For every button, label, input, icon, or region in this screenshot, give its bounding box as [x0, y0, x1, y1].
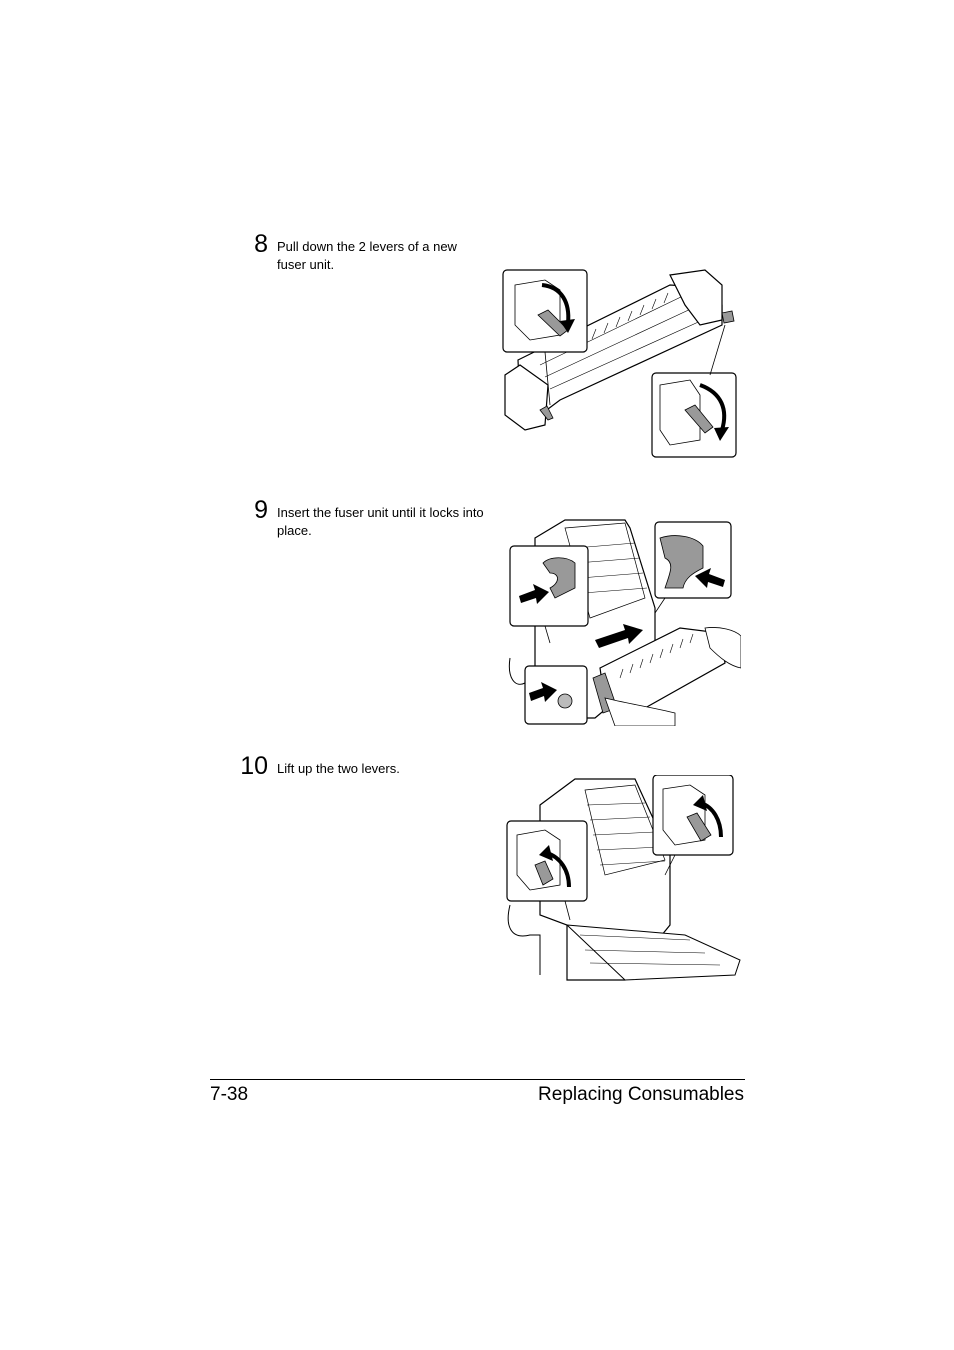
- step-number: 8: [254, 230, 268, 258]
- lift-levers-illustration: [505, 775, 741, 985]
- step-number: 10: [240, 752, 268, 780]
- step-number: 9: [254, 496, 268, 524]
- insert-fuser-illustration: [505, 518, 741, 726]
- section-title: Replacing Consumables: [538, 1084, 744, 1105]
- step-instruction: Insert the fuser unit until it locks int…: [277, 505, 484, 538]
- fuser-levers-down-illustration: [500, 265, 740, 460]
- step-instruction: Lift up the two levers.: [277, 761, 400, 776]
- page-number: 7-38: [210, 1084, 249, 1105]
- footer-divider: [210, 1079, 745, 1080]
- step-instruction: Pull down the 2 levers of a new fuser un…: [277, 239, 457, 272]
